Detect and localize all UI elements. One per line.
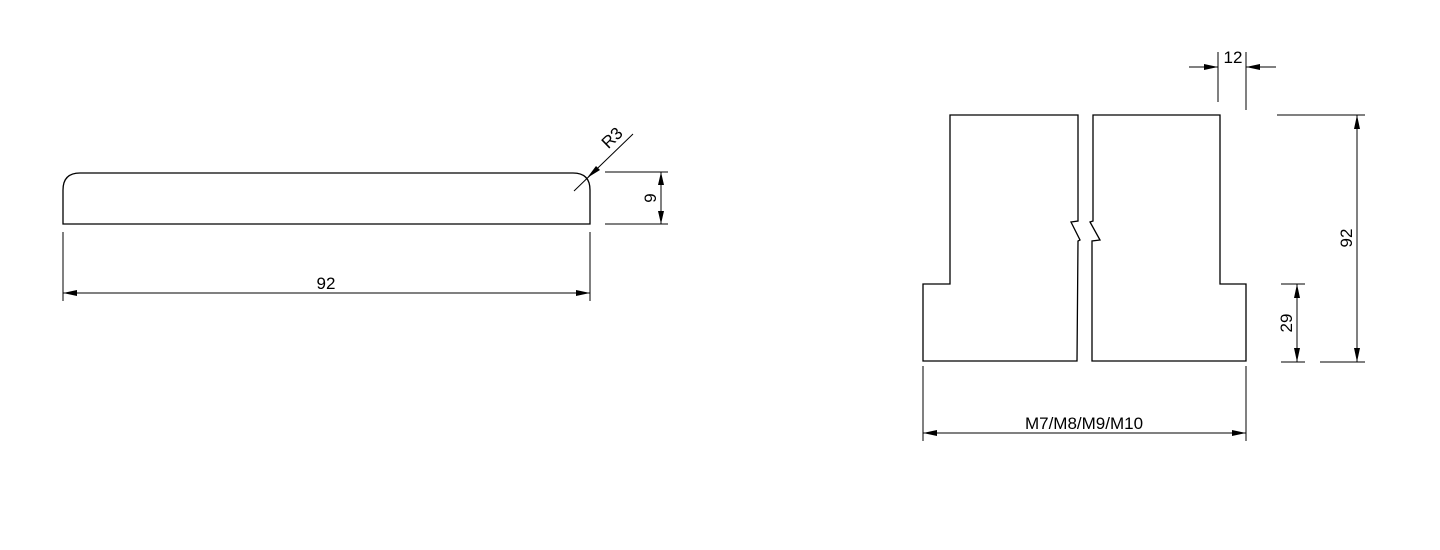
side-thickness-label: 9 [641, 193, 660, 202]
side-view-outline [62, 172, 591, 225]
arrow-right-icon [576, 290, 590, 296]
front-height-label: 92 [1337, 229, 1356, 248]
arrow-left-icon [923, 430, 937, 436]
side-length-label: 92 [317, 274, 336, 293]
arrow-down-icon [1354, 348, 1360, 362]
side-radius-label: R3 [598, 124, 627, 153]
arrow-down-icon [1294, 348, 1300, 362]
side-radius-leader [573, 133, 634, 192]
arrow-radius-icon [587, 166, 600, 178]
arrow-down-icon [658, 211, 664, 224]
front-view: 12 92 29 M7/M8/M9/M10 [922, 48, 1365, 441]
arrow-up-icon [1294, 284, 1300, 298]
arrow-up-icon [658, 172, 664, 185]
arrow-right-icon [1232, 430, 1246, 436]
side-view: 92 9 R3 [62, 124, 668, 301]
arrow-left-icon [63, 290, 77, 296]
front-view-left-half [922, 114, 1081, 362]
front-offset-label: 12 [1224, 48, 1243, 67]
front-width-label: M7/M8/M9/M10 [1025, 414, 1143, 433]
arrow-right-icon [1204, 64, 1218, 70]
front-base-label: 29 [1277, 314, 1296, 333]
arrow-left-icon [1246, 64, 1260, 70]
arrow-up-icon [1354, 115, 1360, 129]
front-view-right-half [1089, 114, 1247, 362]
